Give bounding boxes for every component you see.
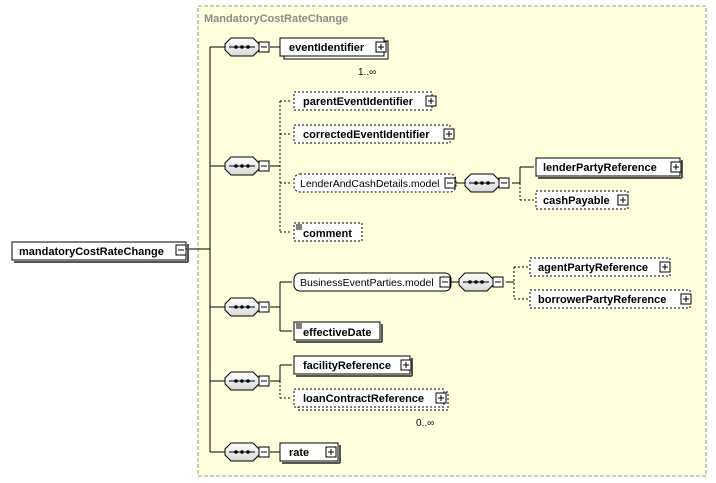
expand-icon[interactable]	[425, 95, 437, 107]
svg-text:mandatoryCostRateChange: mandatoryCostRateChange	[19, 246, 164, 258]
svg-text:eventIdentifier: eventIdentifier	[289, 42, 365, 54]
svg-text:agentPartyReference: agentPartyReference	[538, 262, 648, 274]
sequence-compositor-4[interactable]	[224, 371, 270, 391]
expand-icon[interactable]	[659, 261, 671, 273]
element-agentPartyReference[interactable]: agentPartyReference	[529, 257, 671, 277]
element-lenderPartyReference[interactable]: lenderPartyReference	[535, 157, 683, 179]
sequence-compositor-5[interactable]	[224, 442, 270, 462]
expand-icon[interactable]	[375, 41, 387, 53]
svg-text:parentEventIdentifier: parentEventIdentifier	[303, 96, 414, 108]
svg-text:loanContractReference: loanContractReference	[303, 393, 424, 405]
element-borrowerPartyReference[interactable]: borrowerPartyReference	[529, 289, 692, 309]
element-rate[interactable]: rate	[279, 442, 341, 464]
sequence-compositor-parties[interactable]	[458, 272, 504, 292]
svg-text:cashPayable: cashPayable	[543, 195, 610, 207]
sequence-compositor-lender[interactable]	[464, 173, 510, 193]
svg-text:BusinessEventParties.model: BusinessEventParties.model	[300, 277, 434, 289]
svg-text:lenderPartyReference: lenderPartyReference	[543, 162, 657, 174]
group-LenderAndCashDetails[interactable]: LenderAndCashDetails.model	[293, 173, 457, 193]
cardinality-label: 0..∞	[416, 418, 434, 429]
element-eventIdentifier[interactable]: eventIdentifier 1..∞	[279, 37, 389, 78]
sequence-compositor-2[interactable]	[224, 156, 270, 176]
group-BusinessEventParties[interactable]: BusinessEventParties.model	[293, 272, 452, 292]
element-effectiveDate[interactable]: effectiveDate	[293, 321, 383, 343]
simple-type-icon	[296, 224, 302, 230]
container-title: MandatoryCostRateChange	[204, 13, 348, 25]
expand-icon[interactable]	[617, 194, 629, 206]
expand-icon[interactable]	[680, 293, 692, 305]
sequence-compositor-1[interactable]	[224, 37, 270, 57]
element-facilityReference[interactable]: facilityReference	[293, 355, 413, 377]
svg-text:facilityReference: facilityReference	[303, 360, 391, 372]
svg-text:borrowerPartyReference: borrowerPartyReference	[538, 294, 666, 306]
expand-icon[interactable]	[443, 128, 455, 140]
element-cashPayable[interactable]: cashPayable	[535, 190, 629, 210]
element-parentEventIdentifier[interactable]: parentEventIdentifier	[293, 91, 437, 111]
svg-text:correctedEventIdentifier: correctedEventIdentifier	[303, 129, 430, 141]
svg-text:rate: rate	[289, 447, 309, 459]
svg-text:LenderAndCashDetails.model: LenderAndCashDetails.model	[300, 178, 440, 190]
svg-text:comment: comment	[303, 228, 352, 240]
collapse-icon[interactable]	[439, 276, 451, 288]
collapse-icon[interactable]	[444, 177, 456, 189]
expand-icon[interactable]	[670, 161, 682, 173]
expand-icon[interactable]	[325, 446, 337, 458]
expand-icon[interactable]	[435, 392, 447, 404]
svg-text:effectiveDate: effectiveDate	[303, 327, 371, 339]
element-correctedEventIdentifier[interactable]: correctedEventIdentifier	[293, 124, 455, 144]
connectors	[186, 46, 534, 453]
root-element[interactable]: mandatoryCostRateChange	[11, 241, 189, 263]
expand-icon[interactable]	[400, 359, 412, 371]
simple-type-icon	[296, 323, 302, 329]
cardinality-label: 1..∞	[358, 67, 376, 78]
complex-type-container	[197, 5, 707, 477]
element-loanContractReference[interactable]: loanContractReference 0..∞	[293, 388, 449, 429]
sequence-compositor-3[interactable]	[224, 297, 270, 317]
collapse-icon[interactable]	[175, 244, 187, 256]
element-comment[interactable]: comment	[293, 222, 363, 242]
